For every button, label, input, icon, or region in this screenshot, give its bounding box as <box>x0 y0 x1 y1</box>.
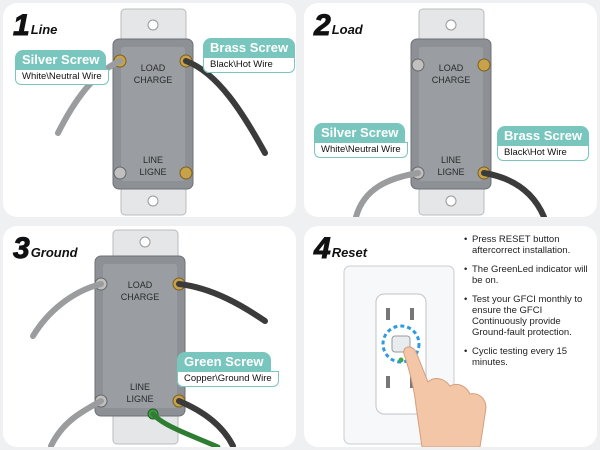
brass-screw-tag: Brass Screw Black\Hot Wire <box>203 38 296 73</box>
neutral-wire <box>353 170 421 217</box>
hot-wire-bottom <box>176 398 236 447</box>
panel-line: LOAD CHARGE LINE LIGNE 1 Line Silver Scr… <box>3 3 296 217</box>
neutral-wire <box>55 58 123 136</box>
list-item: •Press RESET button aftercorrect install… <box>464 234 571 256</box>
panel-title-reset: 4 Reset <box>314 232 368 265</box>
hot-wire <box>183 58 268 156</box>
label-load: LOAD <box>128 280 153 290</box>
mounting-hole-top <box>139 236 151 248</box>
bullet-icon: • <box>464 264 468 275</box>
step-number: 2 <box>314 9 332 42</box>
brass-screw-tag: Brass Screw Black\Hot Wire <box>497 126 590 161</box>
brass-screw-label: Brass Screw <box>497 126 590 145</box>
slot <box>386 308 390 320</box>
step-number: 3 <box>13 232 31 265</box>
label-ligne: LIGNE <box>139 167 166 177</box>
step-title: Load <box>331 22 363 37</box>
neutral-wire-top <box>30 281 104 339</box>
hand-icon <box>403 346 487 447</box>
label-line: LINE <box>441 155 461 165</box>
slot <box>410 308 414 320</box>
panel-reset: 4 Reset •Press RESET button aftercorrect… <box>304 226 597 447</box>
bullet-icon: • <box>464 346 468 357</box>
step-title: Reset <box>331 245 368 260</box>
green-led <box>398 357 404 363</box>
bullet-icon: • <box>464 294 468 305</box>
silver-screw-tag: Silver Screw White\Neutral Wire <box>314 123 408 158</box>
mounting-hole-top <box>147 19 159 31</box>
label-line: LINE <box>143 155 163 165</box>
ground-wire-label: Copper\Ground Wire <box>177 371 279 387</box>
receptacle-back <box>419 47 483 181</box>
label-ligne: LIGNE <box>437 167 464 177</box>
list-item: •The GreenLed indicator will be on. <box>464 264 588 286</box>
label-load: LOAD <box>439 63 464 73</box>
reset-illustration <box>343 265 487 447</box>
green-screw-label: Green Screw <box>177 352 271 371</box>
screw-top-left <box>411 58 425 72</box>
bullet-icon: • <box>464 234 468 245</box>
neutral-wire-label: White\Neutral Wire <box>314 142 408 158</box>
screw-bottom-right <box>179 166 193 180</box>
neutral-wire-bottom <box>48 398 104 447</box>
panel-title-load: 2 Load <box>314 9 363 42</box>
panel-ground: LOAD CHARGE LINE LIGNE 3 Ground Green Sc… <box>3 226 296 447</box>
hot-wire-label: Black\Hot Wire <box>497 145 590 161</box>
step-number: 1 <box>13 9 31 42</box>
hot-wire <box>481 170 547 217</box>
silver-screw-label: Silver Screw <box>15 50 107 69</box>
green-screw-tag: Green Screw Copper\Ground Wire <box>177 352 279 387</box>
screw-bottom-left <box>113 166 127 180</box>
mounting-hole-bottom <box>445 195 457 207</box>
screw-top-right <box>477 58 491 72</box>
step-title: Ground <box>30 245 78 260</box>
panel-load: LOAD CHARGE LINE LIGNE 2 Load Silver Scr… <box>304 3 597 217</box>
label-load: LOAD <box>141 63 166 73</box>
step-number: 4 <box>314 232 332 265</box>
ground-illustration: LOAD CHARGE LINE LIGNE <box>30 229 268 447</box>
hot-wire-label: Black\Hot Wire <box>203 57 296 73</box>
label-line: LINE <box>130 382 150 392</box>
line-illustration: LOAD CHARGE LINE LIGNE <box>55 8 268 216</box>
mounting-hole-top <box>445 19 457 31</box>
ground-wire <box>150 411 221 447</box>
panel-title-line: 1 Line <box>13 9 58 42</box>
label-ligne: LIGNE <box>126 394 153 404</box>
list-item: •Test your GFCI monthly to ensure the GF… <box>464 294 583 338</box>
slot <box>386 376 390 388</box>
list-item: •Cyclic testing every 15 minutes. <box>464 346 568 368</box>
panel-title-ground: 3 Ground <box>13 232 78 265</box>
step-title: Line <box>30 22 58 37</box>
mounting-hole-bottom <box>147 195 159 207</box>
silver-screw-tag: Silver Screw White\Neutral Wire <box>15 50 109 85</box>
reset-steps: •Press RESET button aftercorrect install… <box>464 234 592 376</box>
brass-screw-label: Brass Screw <box>203 38 296 57</box>
label-charge: CHARGE <box>432 75 471 85</box>
receptacle-back <box>103 264 177 408</box>
neutral-wire-label: White\Neutral Wire <box>15 69 109 85</box>
receptacle-back <box>121 47 185 181</box>
load-illustration: LOAD CHARGE LINE LIGNE <box>353 8 547 217</box>
silver-screw-label: Silver Screw <box>314 123 406 142</box>
label-charge: CHARGE <box>134 75 173 85</box>
label-charge: CHARGE <box>121 292 160 302</box>
hot-wire-top <box>176 281 268 324</box>
